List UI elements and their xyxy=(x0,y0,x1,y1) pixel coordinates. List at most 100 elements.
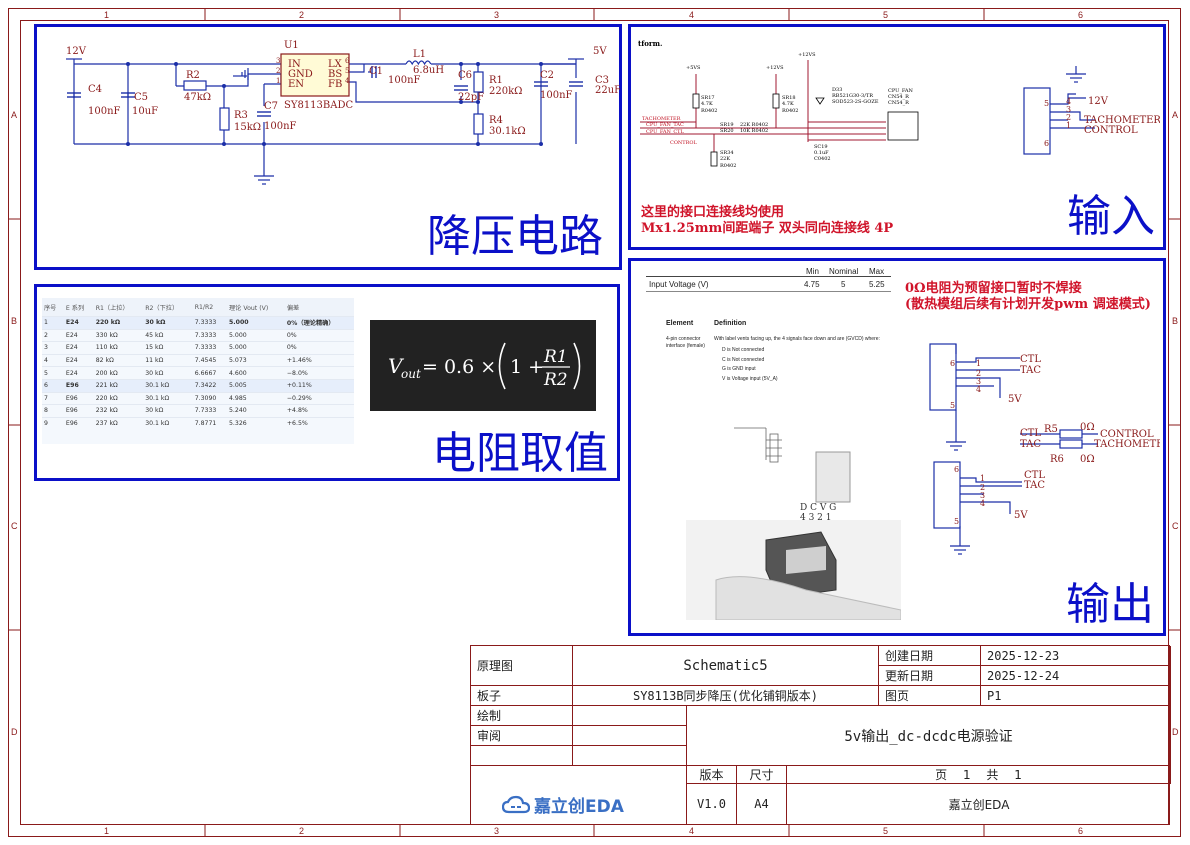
cap-c1 xyxy=(371,66,377,78)
table-cell: 4.985 xyxy=(227,391,285,405)
out-mid-tachometer: TACHOMETER xyxy=(1094,439,1160,450)
out-mid-ctl: CTL xyxy=(1020,428,1041,439)
cap-c4 xyxy=(67,92,81,98)
r2-ref: R2 xyxy=(186,70,200,81)
zone-row-left-A: A xyxy=(11,110,18,120)
table-cell: 3 xyxy=(42,341,64,355)
input-pin-4: 4 xyxy=(1066,97,1071,106)
zone-col-top-4: 4 xyxy=(689,10,695,20)
out-top-pin-2: 2 xyxy=(976,369,981,378)
input-reference-schematic: tform. +5VS +12VS +12VS SR17 4.7K R0402 … xyxy=(636,34,952,186)
net-12v-label: 12V xyxy=(66,46,87,57)
out-top-5v: 5V xyxy=(1008,394,1022,405)
out-bot-tac: TAC xyxy=(1024,480,1045,491)
u1-pin-bs: BS xyxy=(328,69,342,80)
tb-blank-left-2 xyxy=(573,746,687,766)
photo-pin-letters: D C V G xyxy=(800,503,836,513)
cpu-fan-name: CPU_FAN xyxy=(888,88,913,94)
table-cell: 82 kΩ xyxy=(93,353,144,367)
c2-ref: C2 xyxy=(540,70,554,81)
table-cell: 11 kΩ xyxy=(143,353,193,367)
zone-col-top-5: 5 xyxy=(883,10,889,20)
zone-col-bottom-4: 4 xyxy=(689,826,695,836)
gnd-symbol-ic xyxy=(241,68,249,80)
tb-type-label: 原理图 xyxy=(471,646,573,686)
svg-text:out: out xyxy=(401,367,421,381)
output-note-line1: 0Ω电阻为预留接口暂时不焊接 xyxy=(905,281,1082,296)
th-r1: R1（上拉） xyxy=(93,298,144,317)
table-cell: E96 xyxy=(63,378,94,393)
inductor-l1 xyxy=(405,60,432,66)
table-cell: 30.1 kΩ xyxy=(143,416,193,430)
out-mid-r6: R6 xyxy=(1050,454,1064,465)
out-top-ctl: CTL xyxy=(1020,354,1041,365)
c7-val: 100nF xyxy=(264,121,297,132)
sr20-val: 10K R0402 xyxy=(740,128,768,134)
table-cell: 7.3333 xyxy=(192,328,227,342)
d33-part: RB521G30-3/TR xyxy=(832,93,873,99)
sc19-val: 0.1uF xyxy=(814,150,829,156)
logo-text: 嘉立创EDA xyxy=(534,797,624,817)
table-cell: 1 xyxy=(42,316,64,330)
input-panel-title: 输入 xyxy=(1067,191,1155,242)
table-cell: 7.3333 xyxy=(192,316,227,330)
d33-ref: D33 xyxy=(832,87,842,93)
table-cell: 45 kΩ xyxy=(143,328,193,342)
table-cell: 7.3422 xyxy=(192,378,227,393)
rail-12vs-b: +12VS xyxy=(798,52,816,58)
sig-cpu-fan-tac: CPU_FAN_TAC xyxy=(646,122,684,128)
zone-row-left-B: B xyxy=(11,316,18,326)
out-top-tac: TAC xyxy=(1020,365,1041,376)
table-cell: 4.600 xyxy=(227,366,285,380)
spec-def-line-2: C is Not connected xyxy=(722,356,765,363)
out-bot-5v: 5V xyxy=(1014,510,1028,521)
u1-pinnum-5: 5 xyxy=(345,67,349,75)
table-cell: 6 xyxy=(42,378,64,393)
input-pin-1: 1 xyxy=(1066,121,1071,130)
r3-ref: R3 xyxy=(234,110,248,121)
sr18-val: 4.7K xyxy=(782,101,794,107)
input-connector: 12V TACHOMETER CONTROL 4 3 2 1 5 6 xyxy=(1023,66,1160,155)
table-cell: 7.7333 xyxy=(192,404,227,418)
c1-val: 100nF xyxy=(388,75,421,86)
input-net-tachometer: TACHOMETER xyxy=(1084,115,1160,126)
sr18-ref: SR18 xyxy=(782,95,796,101)
table-cell: +0.11% xyxy=(284,378,354,393)
c3-ref: C3 xyxy=(595,75,609,86)
zone-col-bottom-5: 5 xyxy=(883,826,889,836)
svg-text:V: V xyxy=(388,354,405,378)
r4-val: 30.1kΩ xyxy=(489,126,526,137)
table-cell: E96 xyxy=(63,404,94,418)
table-cell: 5.326 xyxy=(227,416,285,430)
tb-version-label: 版本 xyxy=(687,766,737,784)
connector-3d xyxy=(815,451,851,503)
r4-ref: R4 xyxy=(489,115,503,126)
tb-board-label: 板子 xyxy=(471,686,573,706)
c6-ref: C6 xyxy=(458,70,472,81)
connector-photo: D C V G 4 3 2 1 xyxy=(686,420,902,621)
table-cell: 30 kΩ xyxy=(143,366,193,380)
out-top-pin-3: 3 xyxy=(976,377,981,386)
out-bot-ctl: CTL xyxy=(1024,470,1045,481)
table-cell: 7.3090 xyxy=(192,391,227,405)
zone-col-top-6: 6 xyxy=(1078,10,1084,20)
resistor-value-panel xyxy=(34,284,620,481)
spec-element: 4-pin connector interface (female) xyxy=(666,336,705,349)
tb-size-label: 尺寸 xyxy=(737,766,787,784)
zone-row-left-D: D xyxy=(11,727,18,737)
l1-val: 6.8uH xyxy=(413,65,444,76)
u1-pinnum-2: 2 xyxy=(276,67,280,75)
input-pin-big-5: 5 xyxy=(1044,99,1049,108)
spec-col-nominal: Nominal xyxy=(829,267,859,276)
tb-logo-cell xyxy=(471,766,687,824)
zone-row-right-B: B xyxy=(1172,316,1179,326)
output-panel-title: 输出 xyxy=(1066,579,1154,630)
connector-photo-drawing: D C V G 4 3 2 1 xyxy=(686,427,902,621)
sr17-pkg: R0402 xyxy=(701,108,718,114)
tb-blank-left xyxy=(471,746,573,766)
